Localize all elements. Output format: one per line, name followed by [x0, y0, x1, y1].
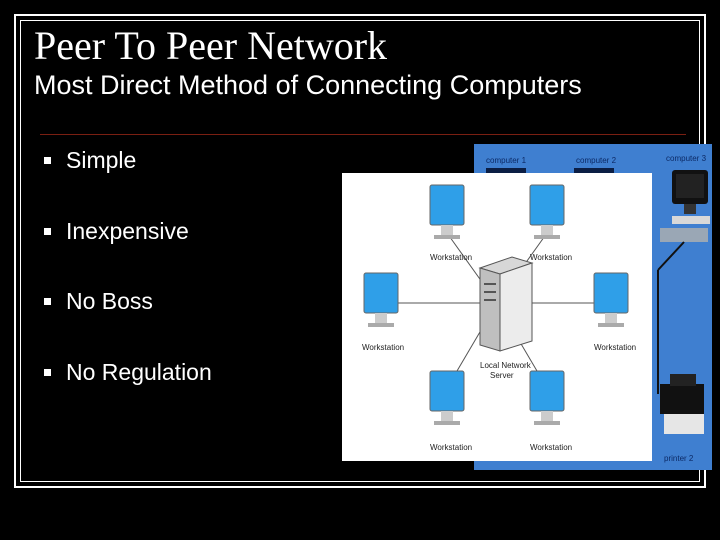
workstation-icon	[363, 272, 399, 327]
computer-icon	[660, 170, 710, 242]
server-label: Server	[490, 371, 514, 380]
printer-icon	[660, 374, 704, 434]
diagram-label: computer 1	[486, 156, 527, 165]
title-divider	[40, 134, 686, 135]
workstation-label: Workstation	[530, 253, 573, 262]
square-bullet-icon	[44, 156, 51, 164]
workstation-label: Workstation	[362, 343, 405, 352]
workstation-icon	[529, 370, 565, 425]
server-icon	[478, 256, 534, 352]
diagram-label: computer 2	[576, 156, 617, 165]
workstation-icon	[429, 184, 465, 239]
bullet-text: Inexpensive	[66, 218, 189, 244]
diagram-label: printer 2	[664, 454, 694, 463]
bullet-item: No Boss	[44, 281, 153, 321]
bullet-item: Simple	[44, 140, 136, 180]
slide-title: Peer To Peer Network	[34, 23, 388, 68]
square-bullet-icon	[44, 227, 51, 235]
server-label: Local Network	[480, 361, 531, 370]
workstation-label: Workstation	[594, 343, 637, 352]
bullet-text: No Boss	[66, 288, 153, 314]
workstation-icon	[593, 272, 629, 327]
workstation-icon	[429, 370, 465, 425]
bullet-text: No Regulation	[66, 359, 212, 385]
workstation-icon	[529, 184, 565, 239]
workstation-label: Workstation	[530, 443, 573, 452]
workstation-label: Workstation	[430, 253, 473, 262]
slide-subtitle: Most Direct Method of Connecting Compute…	[34, 70, 582, 100]
square-bullet-icon	[44, 368, 51, 376]
network-diagram-front: Workstation Workstation Workstation Work…	[342, 173, 652, 461]
bullet-item: No Regulation	[44, 352, 212, 392]
server-workstation-illustration	[363, 184, 629, 425]
workstation-label: Workstation	[430, 443, 473, 452]
square-bullet-icon	[44, 297, 51, 305]
bullet-item: Inexpensive	[44, 211, 189, 251]
bullet-text: Simple	[66, 147, 137, 173]
peer-devices-illustration	[486, 168, 710, 434]
diagram-label: computer 3	[666, 154, 707, 163]
